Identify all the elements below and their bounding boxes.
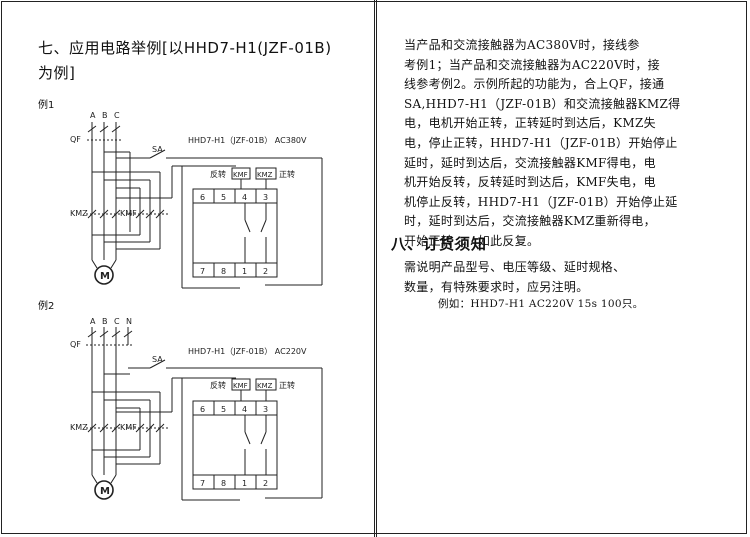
example1-circuit-diagram: A B C QF SA KMZ KMF HHD7-H1（JZF-01B） AC3… <box>70 111 323 289</box>
example1-phase-c: C <box>114 111 120 120</box>
example1-kmz-label: KMZ <box>70 209 88 218</box>
example2-phase-c: C <box>114 317 120 326</box>
example2-forward-label: 正转 <box>279 380 295 390</box>
para-line: 时，延时到达后，交流接触器KMZ重新得电， <box>404 214 656 229</box>
para-line: 当产品和交流接触器为AC380V时，接线参 <box>404 38 640 52</box>
section-8-title: 八、订货须知 <box>391 235 488 253</box>
example2-terminal-5: 5 <box>221 405 226 414</box>
example2-circuit-diagram: A B C N QF SA KMZ KMF HHD7-H1（JZF-01B） A… <box>70 317 323 501</box>
example2-phase-n: N <box>126 317 132 326</box>
example2-terminal-4: 4 <box>242 405 247 414</box>
order-paragraph: 需说明产品型号、电压等级、延时规格、 数量，有特殊要求时，应另注明。 <box>404 258 722 297</box>
section-7-title-line1: 七、应用电路举例[以HHD7-H1(JZF-01B) <box>38 39 332 57</box>
example2-kmz-coil: KMZ <box>257 382 273 390</box>
example2-terminal-3: 3 <box>263 405 268 414</box>
example1-motor-label: M <box>100 271 110 282</box>
example1-kmf-coil: KMF <box>233 171 248 179</box>
para-line: 电，电机开始正转，正转延时到达后，KMZ失 <box>404 116 656 131</box>
example2-kmf-coil: KMF <box>233 382 248 390</box>
example1-terminal-5: 5 <box>221 193 226 202</box>
para-line: 考例1；当产品和交流接触器为AC220V时，接 <box>404 57 660 72</box>
order-example: 例如：HHD7-H1 AC220V 15s 100只。 <box>438 298 644 310</box>
example2-kmf-label: KMF <box>120 423 137 432</box>
example1-model-label: HHD7-H1（JZF-01B） AC380V <box>188 136 307 145</box>
example2-reverse-label: 反转 <box>210 380 226 390</box>
example2-terminal-2: 2 <box>263 479 268 488</box>
section-7-title-line2: 为例] <box>38 64 76 82</box>
para-line: 线参考例2。示例所起的功能为，合上QF，接通 <box>404 77 665 92</box>
example2-kmz-label: KMZ <box>70 423 88 432</box>
para-line: 机停止反转，HHD7-H1（JZF-01B）开始停止延 <box>404 194 678 209</box>
example1-terminal-2: 2 <box>263 267 268 276</box>
example1-kmf-label: KMF <box>120 209 137 218</box>
example2-sa-label: SA <box>152 355 163 364</box>
example1-terminal-6: 6 <box>200 193 205 202</box>
example2-phase-a: A <box>90 317 96 326</box>
example2-terminal-6: 6 <box>200 405 205 414</box>
page-divider <box>374 0 377 537</box>
example1-kmz-coil: KMZ <box>257 171 273 179</box>
example1-phase-b: B <box>102 111 108 120</box>
example2-terminal-7: 7 <box>200 479 205 488</box>
para-line: 电，停止正转，HHD7-H1（JZF-01B）开始停止 <box>404 135 678 150</box>
para-line: 机开始反转，反转延时到达后，KMF失电，电 <box>404 175 656 190</box>
example1-terminal-1: 1 <box>242 267 247 276</box>
example1-terminal-4: 4 <box>242 193 247 202</box>
example1-terminal-3: 3 <box>263 193 268 202</box>
example2-phase-b: B <box>102 317 108 326</box>
example2-motor-label: M <box>100 486 110 497</box>
section-7-title: 七、应用电路举例[以HHD7-H1(JZF-01B) 为例] <box>38 36 358 86</box>
order-line: 数量，有特殊要求时，应另注明。 <box>404 279 589 294</box>
example1-forward-label: 正转 <box>279 169 295 179</box>
example1-terminal-8: 8 <box>221 267 226 276</box>
example1-qf-label: QF <box>70 135 81 144</box>
example2-model-label: HHD7-H1（JZF-01B） AC220V <box>188 347 307 356</box>
example1-label: 例1 <box>38 100 55 111</box>
example2-qf-label: QF <box>70 340 81 349</box>
example1-sa-label: SA <box>152 145 163 154</box>
example1-phase-a: A <box>90 111 96 120</box>
para-line: SA,HHD7-H1（JZF-01B）和交流接触器KMZ得 <box>404 96 681 111</box>
para-line: 开始正转……如此反复。 <box>404 233 540 248</box>
para-line: 延时，延时到达后，交流接触器KMF得电，电 <box>404 155 656 170</box>
example1-reverse-label: 反转 <box>210 169 226 179</box>
example2-terminal-8: 8 <box>221 479 226 488</box>
example1-terminal-7: 7 <box>200 267 205 276</box>
application-paragraph: 当产品和交流接触器为AC380V时，接线参 考例1；当产品和交流接触器为AC22… <box>404 36 722 252</box>
example2-terminal-1: 1 <box>242 479 247 488</box>
order-line: 需说明产品型号、电压等级、延时规格、 <box>404 260 626 274</box>
example2-label: 例2 <box>38 301 55 312</box>
